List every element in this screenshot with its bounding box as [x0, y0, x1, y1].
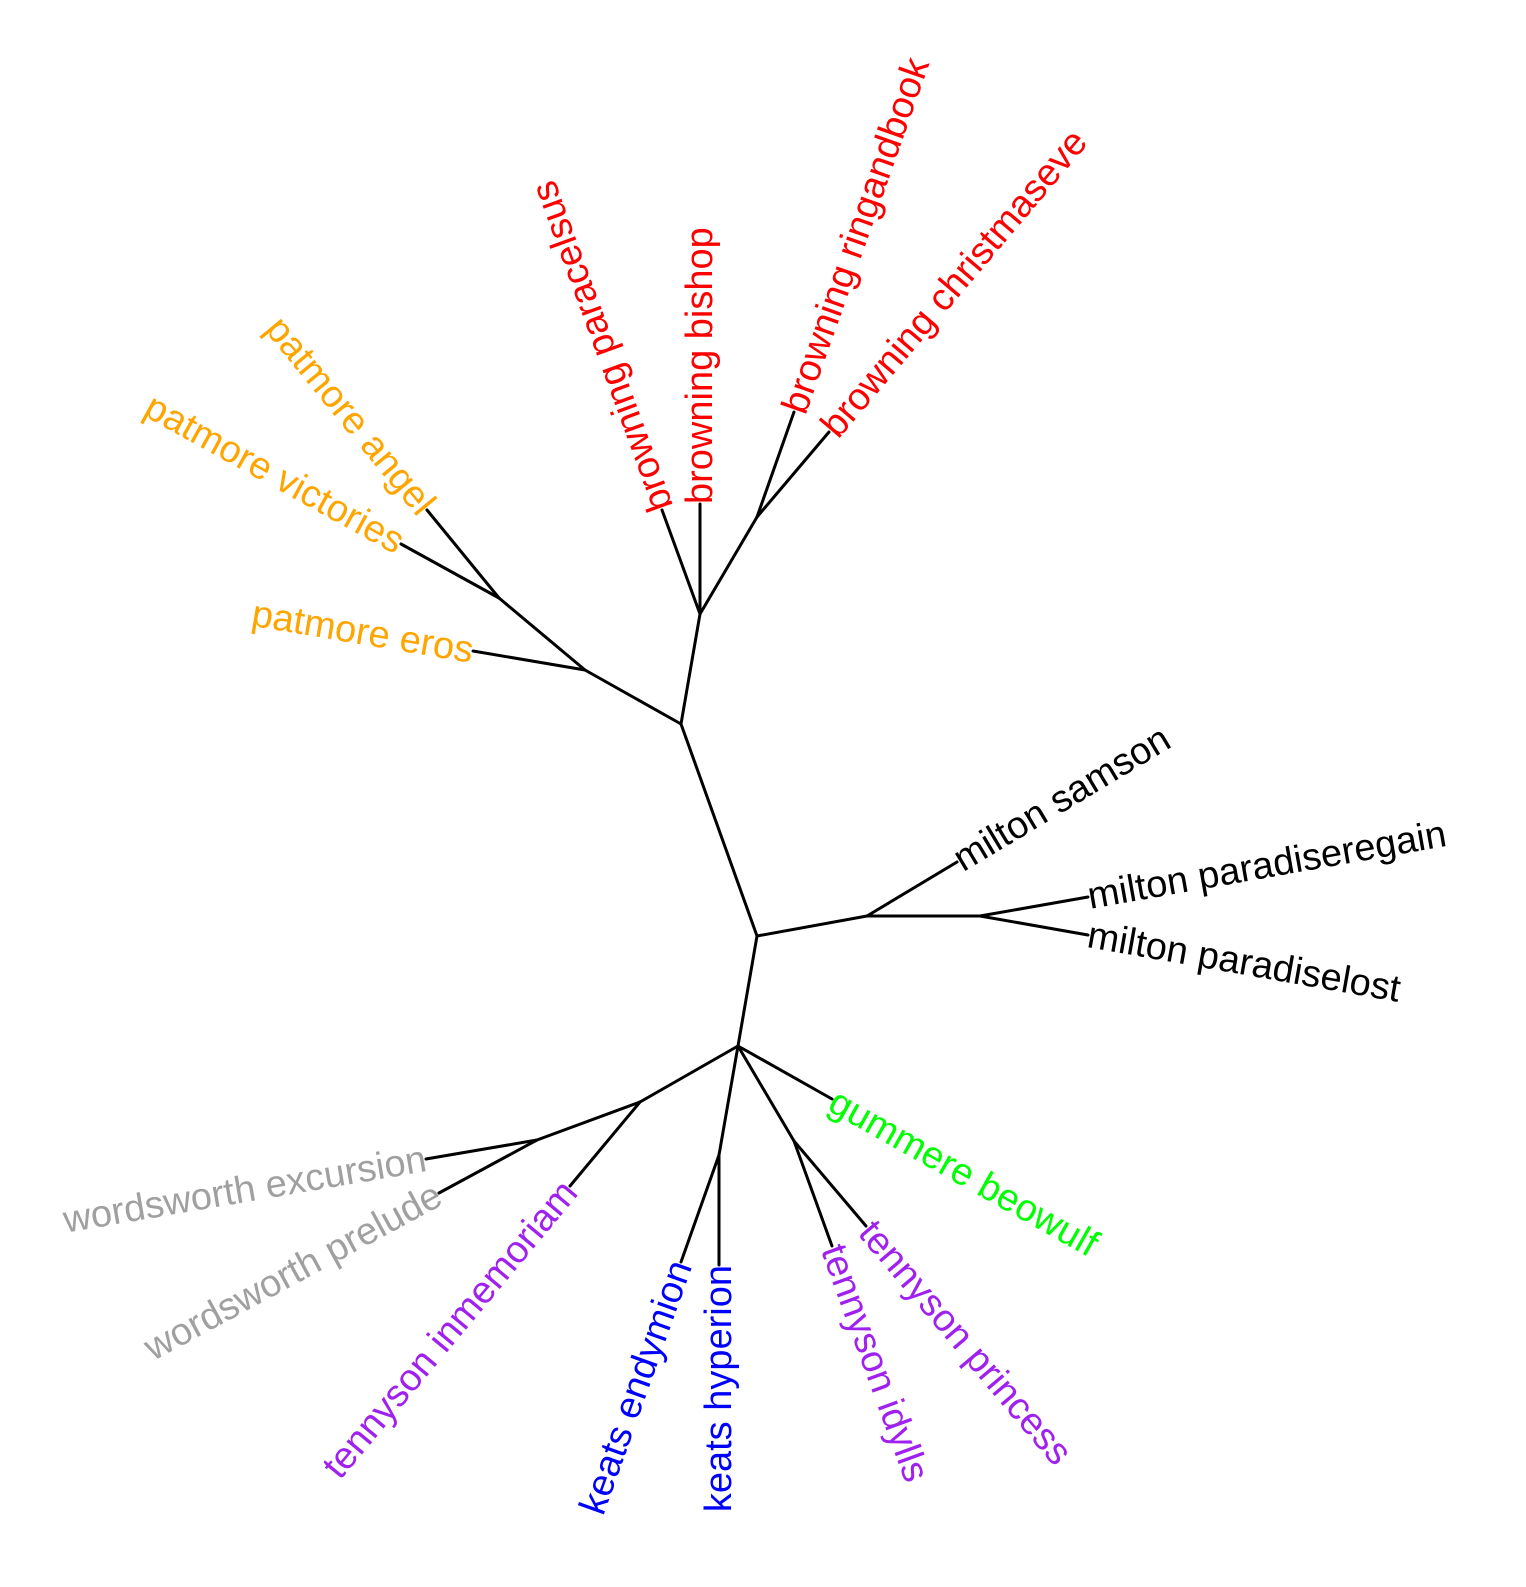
edge-wordsworth-prelude [437, 1138, 539, 1195]
edge-milton-paradiselost [978, 914, 1090, 937]
edge-milton-paradiseregain [978, 895, 1090, 918]
edge-bottom-tennyson-pair [736, 1044, 796, 1143]
edge-patmore-eros [471, 649, 587, 672]
label-milton-paradiseregain: milton paradiseregain [1084, 813, 1449, 917]
edge-browning-christmaseve [755, 430, 831, 519]
label-milton-samson: milton samson [946, 718, 1178, 880]
edge-browning-ringandbook [755, 410, 796, 519]
edge-root-bottom [736, 934, 759, 1048]
edge-patmore-pair [497, 596, 587, 672]
edge-bottom-gummere [736, 1044, 834, 1101]
label-milton-paradiselost: milton paradiselost [1084, 914, 1404, 1010]
edge-top-patmore [583, 668, 683, 726]
edge-patmore-victories [399, 542, 501, 600]
tree-edges [399, 410, 1090, 1267]
edge-patmore-angel [425, 508, 501, 600]
edge-browning-pair [698, 515, 759, 616]
edge-root-top [679, 722, 759, 938]
edge-bottom-keats-pair [717, 1044, 740, 1157]
edge-tennyson-princess [792, 1139, 868, 1228]
edge-top-browning [679, 612, 702, 726]
edge-bottom-left [638, 1044, 740, 1104]
edge-root-milton [755, 914, 869, 938]
edge-wordsworth-excursion [424, 1138, 539, 1161]
label-browning-bishop: browning bishop [679, 227, 721, 504]
edge-keats-endymion [679, 1153, 721, 1264]
label-patmore-eros: patmore eros [249, 593, 477, 672]
edge-milton-samson [865, 860, 959, 918]
edge-left-wordsworth-pair [535, 1100, 642, 1142]
label-keats-endymion: keats endymion [572, 1255, 701, 1520]
tree-labels: browning paracelsus browning bishop brow… [59, 51, 1449, 1519]
label-keats-hyperion: keats hyperion [698, 1265, 740, 1512]
edge-tennyson-idylls [792, 1139, 834, 1248]
edge-browning-paracelsus [660, 508, 702, 616]
edge-tennyson-inmemoriam [568, 1100, 642, 1188]
label-browning-paracelsus: browning paracelsus [523, 175, 682, 517]
